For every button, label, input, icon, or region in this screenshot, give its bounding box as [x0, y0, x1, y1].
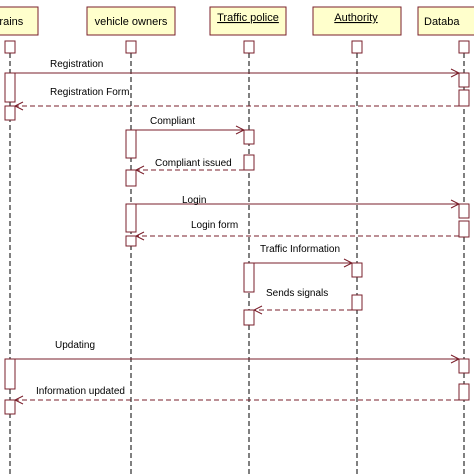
- activation-bar: [458, 72, 470, 88]
- activation-bar: [125, 129, 137, 159]
- message-label: Login: [182, 195, 206, 206]
- message-label: Compliant issued: [155, 158, 232, 169]
- message-registration: Registration: [15, 59, 461, 78]
- lifeline-head-marker: [243, 40, 255, 54]
- activation-bar: [125, 235, 137, 247]
- message-information-updated: Information updated: [13, 386, 459, 405]
- arrowhead-icon: [343, 258, 354, 268]
- message-compliant-issued: Compliant issued: [134, 158, 244, 175]
- arrowhead-icon: [235, 125, 246, 135]
- lifeline-box: [417, 6, 474, 36]
- message-sends-signals: Sends signals: [252, 288, 352, 315]
- lifeline-label: Traffic police: [217, 12, 279, 24]
- lifeline-head-marker: [125, 40, 137, 54]
- activation-bar: [4, 358, 16, 390]
- lifeline-label: Databa: [424, 16, 460, 28]
- lifeline-head-marker: [458, 40, 470, 54]
- activation-bar: [458, 220, 470, 238]
- lifeline-database: Databa: [417, 6, 474, 474]
- lifeline-box: [0, 6, 39, 36]
- activation-bar: [4, 399, 16, 415]
- activation-bar: [458, 358, 470, 374]
- activation-bar: [125, 169, 137, 187]
- lifeline-label: Authority: [334, 12, 378, 24]
- message-label: Updating: [55, 340, 95, 351]
- activation-bar: [4, 105, 16, 121]
- lifeline-head-marker: [351, 40, 363, 54]
- lifeline-authority: Authority: [312, 6, 402, 474]
- lifeline-pedestrains: estrains: [0, 6, 39, 474]
- activation-bar: [4, 72, 16, 103]
- arrowhead-icon: [450, 68, 461, 78]
- activation-bar: [458, 383, 470, 401]
- lifeline-traffic-police: Traffic police: [209, 6, 287, 474]
- message-traffic-information: Traffic Information: [254, 244, 354, 268]
- message-label: Compliant: [150, 116, 195, 127]
- message-label: Information updated: [36, 386, 125, 397]
- arrowhead-icon: [450, 354, 461, 364]
- lifeline-label: estrains: [0, 16, 24, 28]
- activation-bar: [125, 203, 137, 233]
- lifeline-box: [209, 6, 287, 36]
- message-label: Sends signals: [266, 288, 328, 299]
- lifeline-head-marker: [4, 40, 16, 54]
- arrowhead-icon: [134, 231, 145, 241]
- activation-bar: [243, 129, 255, 145]
- activation-bar: [351, 294, 363, 311]
- arrowhead-icon: [134, 165, 145, 175]
- message-label: Registration: [50, 59, 103, 70]
- activation-bar: [458, 89, 470, 107]
- lifeline-label: vehicle owners: [95, 16, 168, 28]
- activation-bar: [351, 262, 363, 278]
- message-label: Traffic Information: [260, 244, 340, 255]
- lifeline-vehicle-owners: vehicle owners: [86, 6, 176, 474]
- arrowhead-icon: [252, 305, 263, 315]
- arrowhead-icon: [13, 395, 24, 405]
- message-label: Registration Form: [50, 87, 129, 98]
- lifeline-box: [86, 6, 176, 36]
- message-compliant: Compliant: [136, 116, 246, 135]
- activation-bar: [243, 309, 255, 326]
- message-updating: Updating: [15, 340, 461, 364]
- activation-bar: [243, 262, 255, 293]
- message-login: Login: [136, 195, 461, 209]
- message-login-form: Login form: [134, 220, 459, 241]
- arrowhead-icon: [450, 199, 461, 209]
- lifeline-box: [312, 6, 402, 36]
- activation-bar: [458, 203, 470, 219]
- message-label: Login form: [191, 220, 238, 231]
- message-registration-form: Registration Form: [13, 87, 459, 111]
- activation-bar: [243, 154, 255, 171]
- arrowhead-icon: [13, 101, 24, 111]
